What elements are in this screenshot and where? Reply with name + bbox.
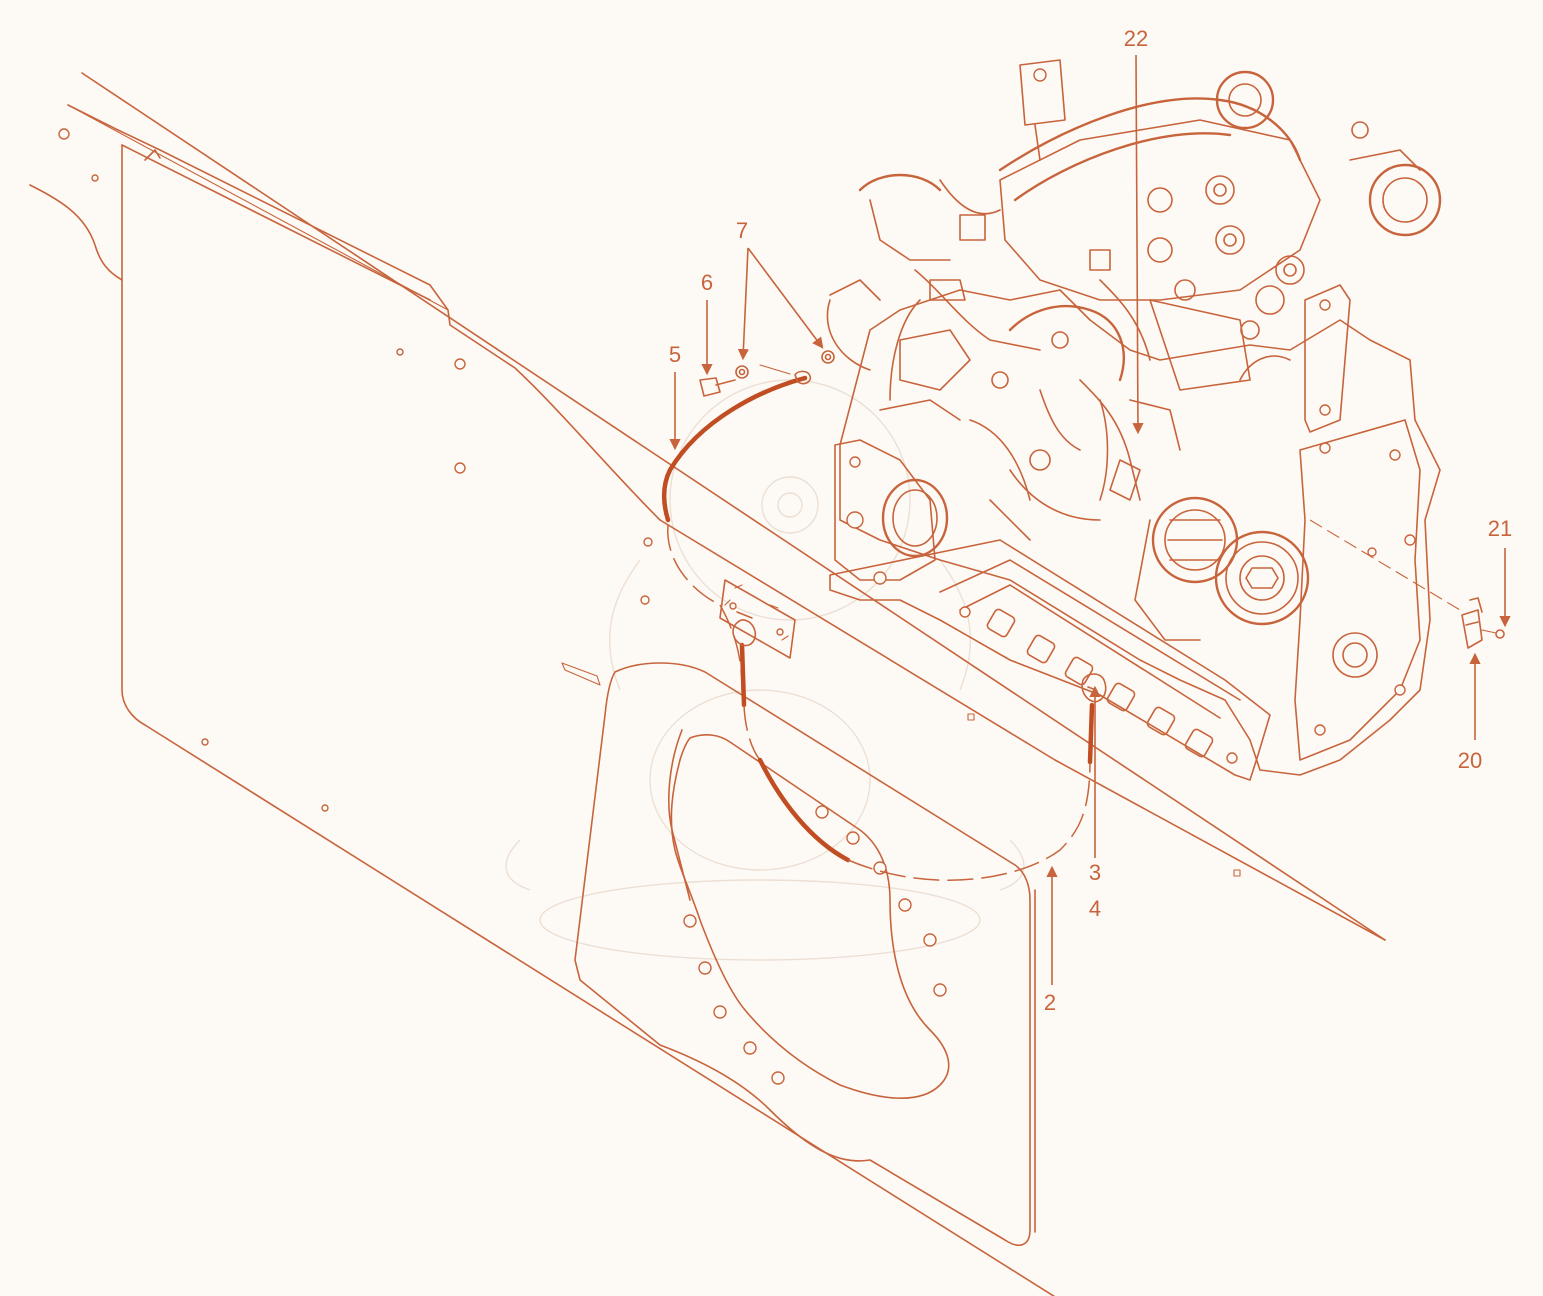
callout-labels: 2 3 4 5 6 7 20 21 22 <box>669 26 1512 1015</box>
sensor-assembly <box>1461 597 1505 649</box>
callout-4: 4 <box>1089 896 1101 921</box>
watermark <box>505 379 1025 961</box>
callout-3: 3 <box>1089 860 1101 885</box>
ground-cable <box>661 350 1107 881</box>
engine-block <box>826 59 1461 781</box>
frame-panel <box>29 72 1386 1296</box>
flywheel-plate <box>574 662 1036 1246</box>
callout-2: 2 <box>1044 990 1056 1015</box>
callout-7: 7 <box>736 218 748 243</box>
callout-22: 22 <box>1124 26 1148 51</box>
callout-20: 20 <box>1458 748 1482 773</box>
callout-leaders <box>669 54 1511 985</box>
callout-5: 5 <box>669 342 681 367</box>
callout-21: 21 <box>1488 516 1512 541</box>
callout-6: 6 <box>701 270 713 295</box>
